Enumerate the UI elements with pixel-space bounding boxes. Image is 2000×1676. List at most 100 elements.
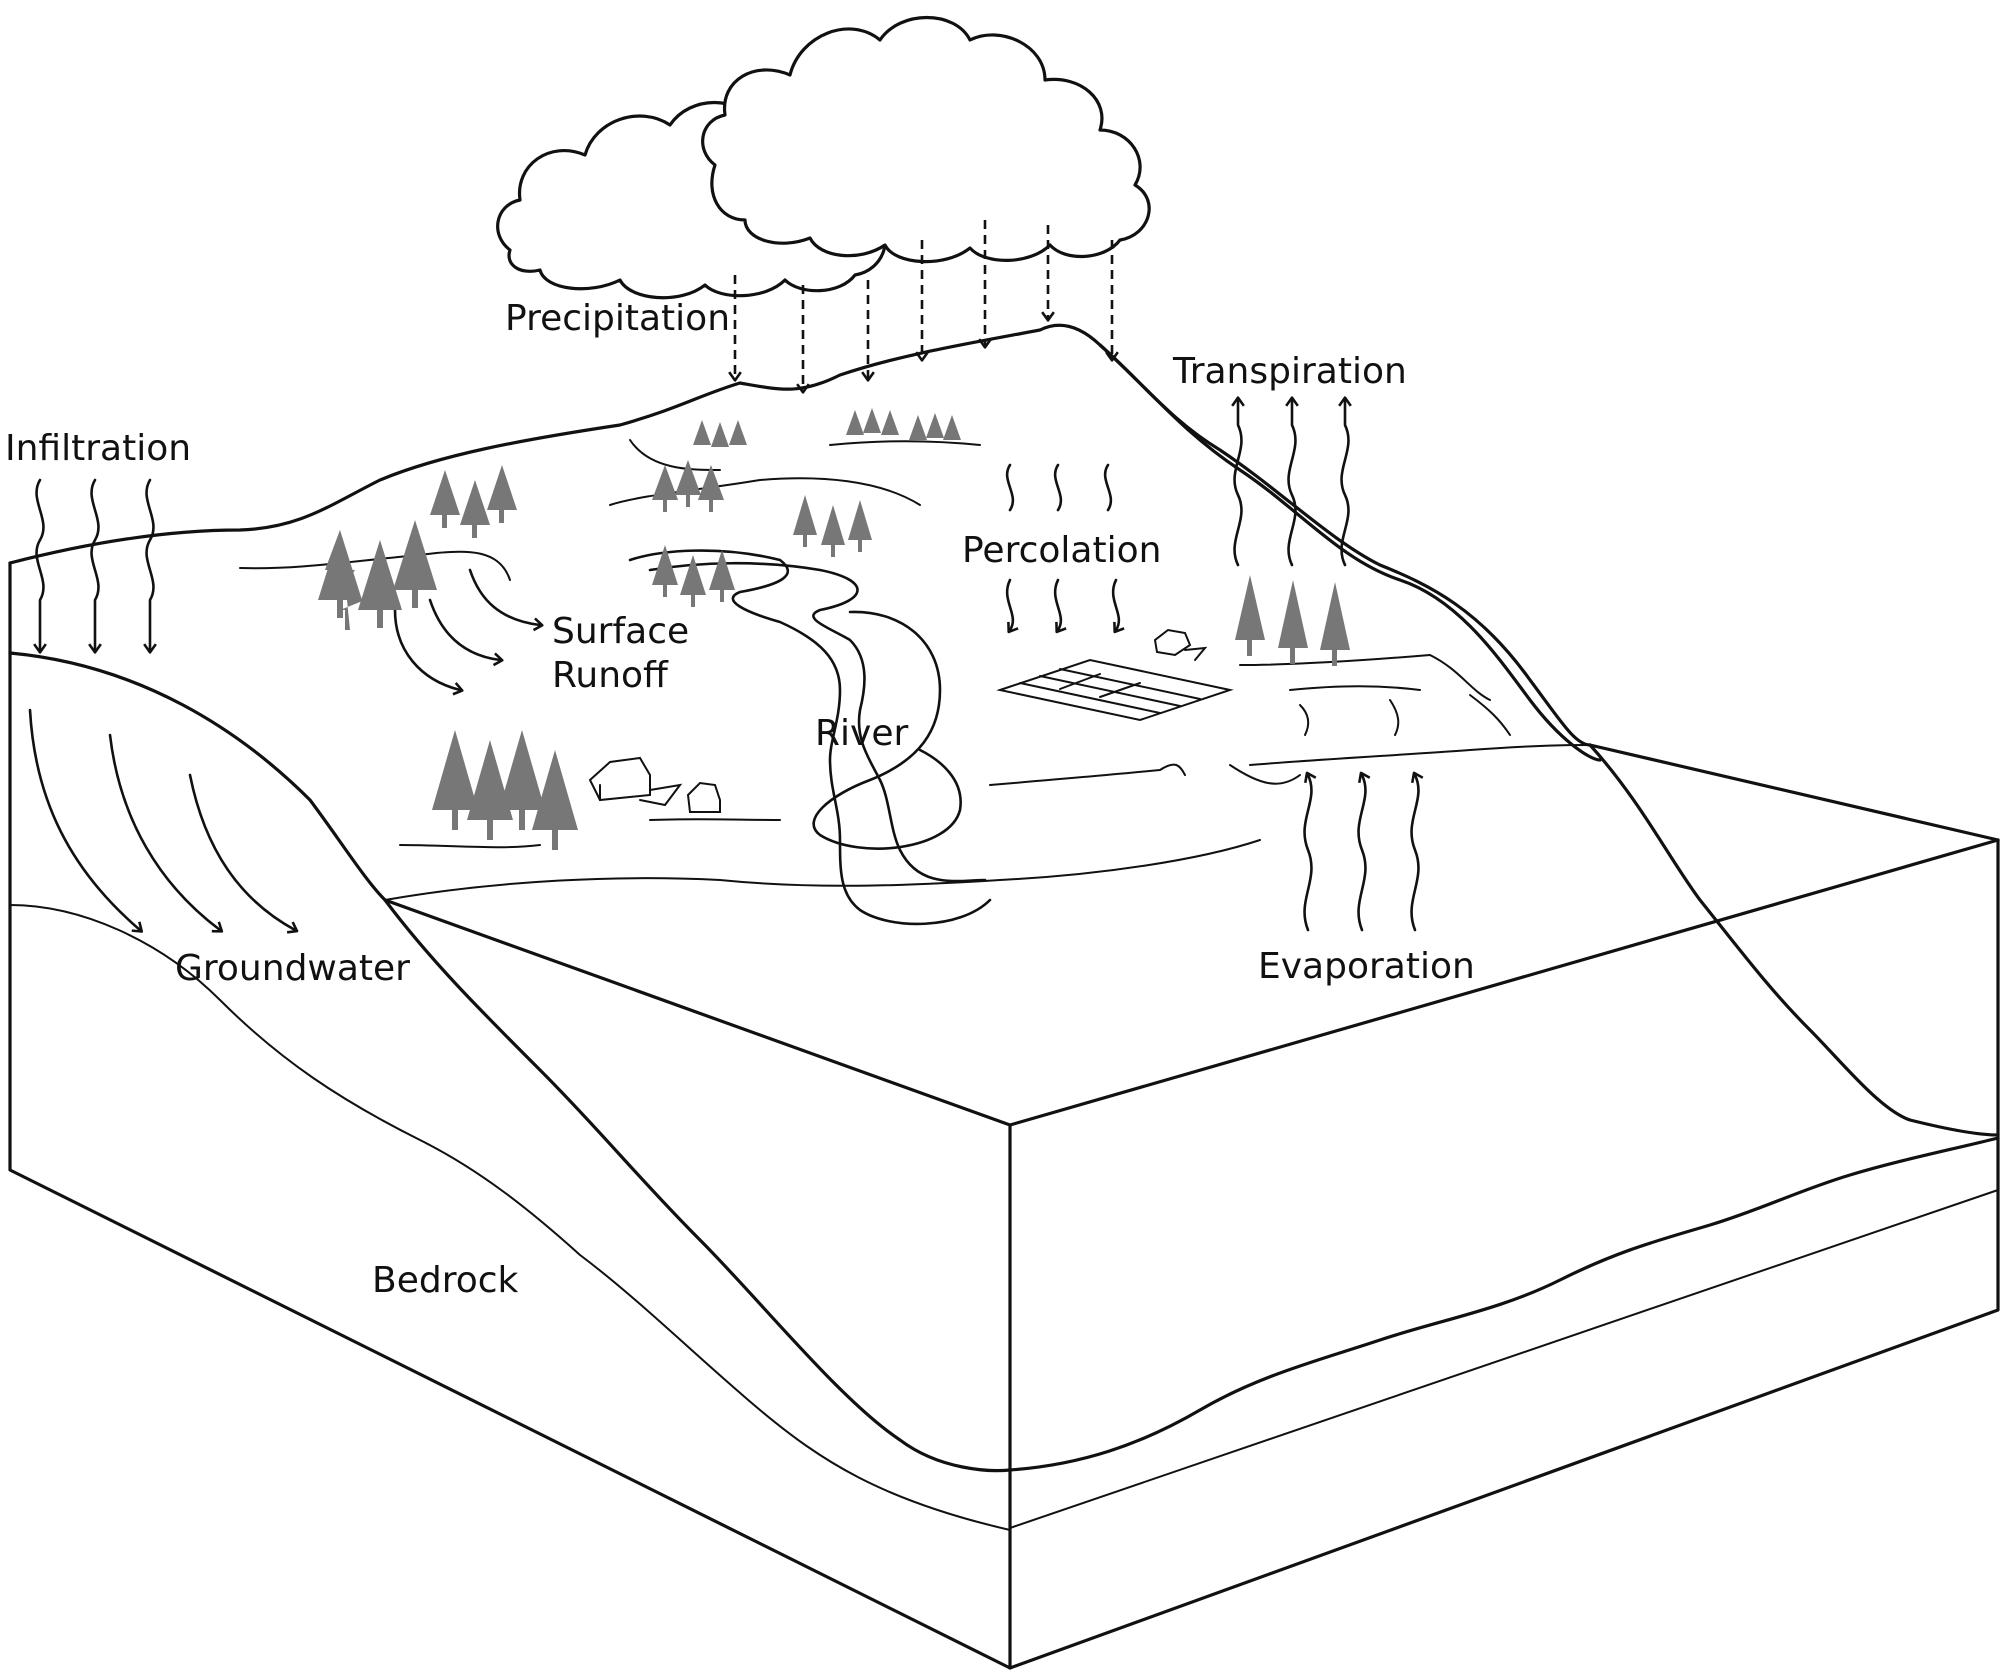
tree-trunk xyxy=(487,818,493,840)
house-icon xyxy=(1153,628,1208,661)
label-groundwater: Groundwater xyxy=(175,948,410,989)
tree-icon xyxy=(393,520,437,590)
wavy-arrow-icon xyxy=(88,478,102,654)
tree-icon xyxy=(1278,580,1308,648)
tree-icon xyxy=(821,505,845,545)
right-face-soil-line xyxy=(1008,1136,2000,1472)
tree-icon xyxy=(846,410,864,435)
contour-line xyxy=(1469,694,1511,736)
tree-icon xyxy=(848,500,872,540)
contour-line xyxy=(1229,764,1301,785)
cloud-icon xyxy=(701,15,1151,264)
contour-line xyxy=(609,477,921,506)
tree-icon xyxy=(1320,582,1350,650)
houses xyxy=(588,628,1208,813)
terrain-surface-outline xyxy=(8,323,2000,842)
tree-trunk xyxy=(452,808,458,830)
trees xyxy=(318,408,1350,850)
label-precipitation: Precipitation xyxy=(505,298,730,339)
contour-line xyxy=(1299,704,1310,736)
terrain-contours xyxy=(239,439,1591,901)
tree-icon xyxy=(460,480,490,525)
tree-icon xyxy=(499,730,545,810)
tree-trunk xyxy=(709,498,713,512)
tree-trunk xyxy=(337,598,343,618)
wavy-arrow-icon xyxy=(1357,771,1371,932)
terrain-block xyxy=(8,323,2000,1670)
tree-icon xyxy=(430,470,460,515)
wavy-arrow-icon xyxy=(1285,396,1299,567)
tree-icon xyxy=(652,465,678,500)
label-transpiration: Transpiration xyxy=(1172,351,1407,392)
tree-icon xyxy=(467,740,513,820)
tree-icon xyxy=(863,408,881,433)
contour-line xyxy=(1289,685,1421,691)
precipitation-arrows xyxy=(728,220,1119,394)
tree-trunk xyxy=(1247,638,1252,656)
tree-trunk xyxy=(472,523,477,538)
wavy-arrow-icon xyxy=(143,478,157,654)
tree-icon xyxy=(729,420,747,445)
right-face-slope xyxy=(1588,743,2000,1137)
tree-trunk xyxy=(831,543,835,557)
tree-icon xyxy=(487,465,517,510)
tree-icon xyxy=(358,540,402,610)
wavy-arrow-icon xyxy=(1053,578,1067,634)
tree-icon xyxy=(652,545,678,585)
river xyxy=(628,549,992,926)
river-bank-left xyxy=(628,549,992,926)
tree-trunk xyxy=(552,828,558,850)
wavy-arrow-icon xyxy=(1303,771,1317,932)
tree-trunk xyxy=(519,808,525,830)
block-left-top-edge xyxy=(383,838,2000,1127)
tree-trunk xyxy=(442,513,447,528)
label-river: River xyxy=(815,713,908,754)
infiltration-arrows xyxy=(33,478,157,654)
contour-line xyxy=(989,763,1186,786)
tree-trunk xyxy=(691,593,695,607)
tree-trunk xyxy=(663,583,667,597)
tree-icon xyxy=(693,420,711,445)
farm-field-icon xyxy=(996,658,1234,722)
block-outer-edge xyxy=(8,561,2000,1670)
tree-trunk xyxy=(1290,646,1295,664)
tree-icon xyxy=(709,550,735,590)
wavy-arrow-icon xyxy=(1005,578,1019,634)
curved-arrow-icon xyxy=(108,733,224,933)
wavy-arrow-icon xyxy=(1053,463,1063,512)
contour-line xyxy=(829,440,981,446)
tree-icon xyxy=(943,415,961,440)
contour-line xyxy=(399,844,541,849)
tree-trunk xyxy=(412,588,418,608)
label-bedrock: Bedrock xyxy=(372,1260,519,1301)
river-mouth xyxy=(812,610,962,850)
contour-line xyxy=(1389,699,1400,736)
tree-icon xyxy=(532,750,578,830)
curved-arrow-icon xyxy=(428,598,504,667)
curved-arrow-icon xyxy=(393,608,464,696)
contour-line xyxy=(1239,653,1491,701)
wavy-arrow-icon xyxy=(1111,578,1125,634)
clouds xyxy=(496,15,1151,300)
tree-trunk xyxy=(686,493,690,507)
contour-line xyxy=(1249,744,1591,766)
label-surface-runoff-line2: Runoff xyxy=(552,655,669,696)
percolation-arrows xyxy=(1005,463,1125,634)
tree-icon xyxy=(909,415,927,440)
label-surface-runoff-line1: Surface xyxy=(552,611,689,652)
transpiration-arrows xyxy=(1231,396,1352,567)
contour-line xyxy=(649,818,781,821)
tree-trunk xyxy=(377,608,383,628)
tree-icon xyxy=(1235,575,1265,640)
curved-arrow-icon xyxy=(28,708,144,933)
house-icon xyxy=(588,756,683,807)
curved-arrow-icon xyxy=(468,568,544,632)
wavy-arrow-icon xyxy=(1410,771,1424,932)
labels: Precipitation Transpiration Infiltration… xyxy=(5,298,1475,1301)
wavy-arrow-icon xyxy=(33,478,47,654)
label-percolation: Percolation xyxy=(962,530,1161,571)
tree-trunk xyxy=(663,498,667,512)
house-icon xyxy=(686,781,721,813)
tree-trunk xyxy=(499,508,504,523)
tree-icon xyxy=(926,413,944,438)
